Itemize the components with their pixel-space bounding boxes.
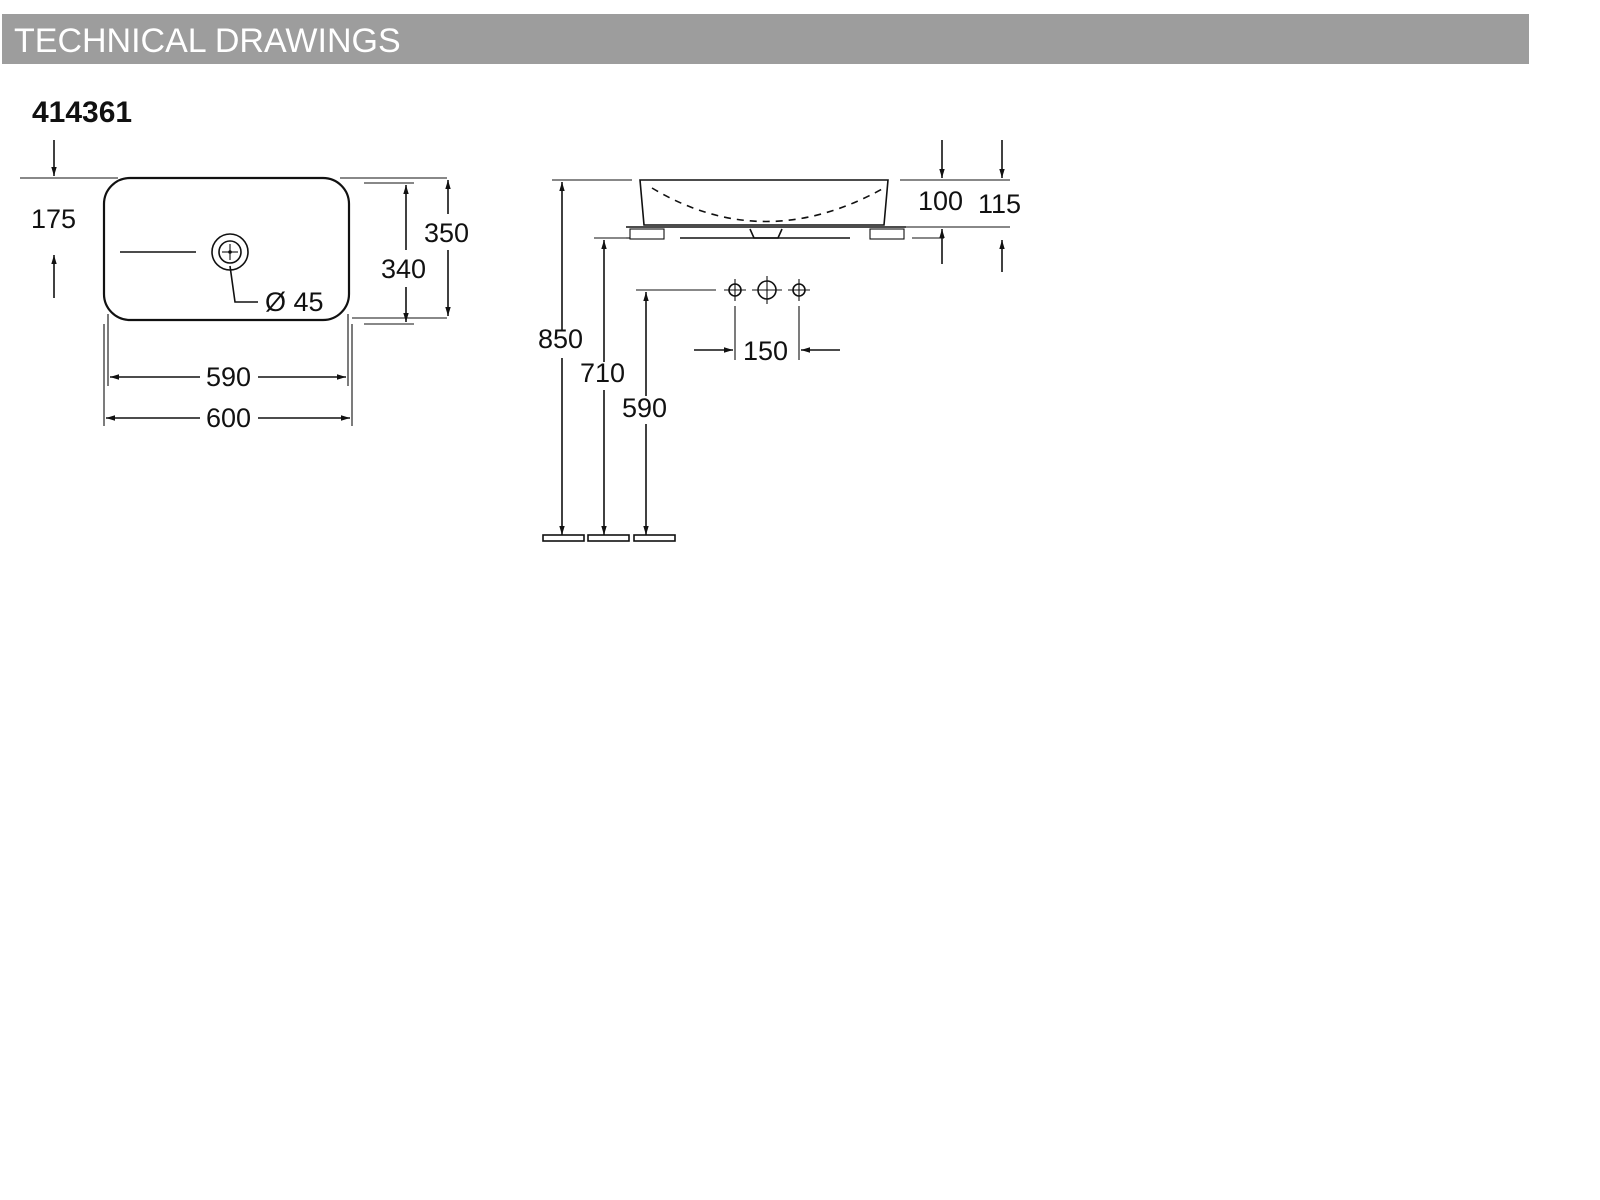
- dim-850-label: 850: [538, 324, 583, 354]
- dim-175-label: 175: [31, 204, 76, 234]
- dim-350-label: 350: [424, 218, 469, 248]
- header-title: TECHNICAL DRAWINGS: [14, 22, 401, 60]
- tap-hole-icon: [788, 279, 810, 301]
- tap-hole-icon: [724, 279, 746, 301]
- dim-590-label: 590: [206, 362, 251, 392]
- basin-side-outline: [639, 179, 889, 226]
- counter-hatch-left: [629, 228, 665, 240]
- floor-base: [542, 534, 585, 542]
- drain-leader: [229, 265, 258, 303]
- dim-590-side-label: 590: [622, 393, 667, 423]
- dim-drain-label: Ø 45: [265, 287, 324, 317]
- drain-outlet: [749, 228, 783, 239]
- dim-150-label: 150: [743, 336, 788, 366]
- header-bar: TECHNICAL DRAWINGS: [2, 14, 1529, 64]
- side-view: 100 115 850 710 590: [538, 140, 1021, 542]
- dim-710-label: 710: [580, 358, 625, 388]
- tap-hole-icon: [752, 276, 782, 304]
- floor-base: [633, 534, 676, 542]
- product-code: 414361: [32, 96, 133, 129]
- drain-icon: [211, 233, 249, 271]
- basin-top-outline: [102, 176, 351, 322]
- counter-hatch-right: [869, 228, 905, 240]
- dim-600-label: 600: [206, 403, 251, 433]
- floor-base: [587, 534, 630, 542]
- dim-340-label: 340: [381, 254, 426, 284]
- basin-inner-dashed: [651, 187, 885, 223]
- top-view: Ø 45 175 340 350 590 600: [20, 140, 469, 433]
- dim-115-label: 115: [978, 189, 1021, 219]
- dim-100-label: 100: [918, 186, 963, 216]
